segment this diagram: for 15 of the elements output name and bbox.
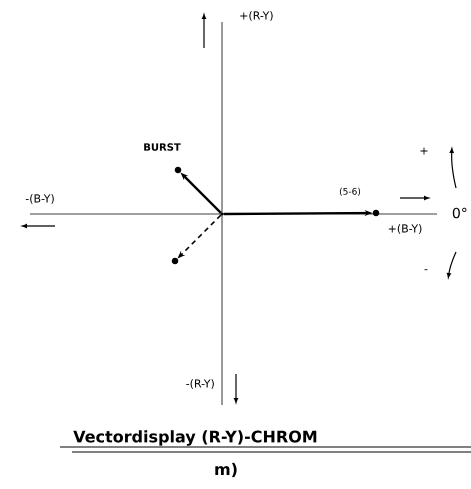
sign-label: -: [424, 269, 428, 270]
vector-label: BURST: [144, 143, 181, 151]
vector-endpoint: [372, 210, 380, 216]
axis-label: +(R-Y): [240, 11, 273, 21]
vector-endpoint: [174, 166, 182, 174]
vector-endpoint: [172, 258, 178, 264]
sign-label: +: [420, 148, 428, 154]
vector-endpoint: [220, 212, 224, 216]
axis-label: -(R-Y): [186, 379, 214, 389]
caption-text: Vectordisplay (R-Y)-CHROM: [73, 430, 316, 446]
axis-label: +(B-Y): [388, 224, 422, 234]
vector-label: (5-6): [340, 188, 360, 196]
angle-label: 0°: [452, 208, 466, 218]
axis-label: -(B-Y): [26, 194, 54, 204]
caption-text: m): [215, 462, 237, 478]
